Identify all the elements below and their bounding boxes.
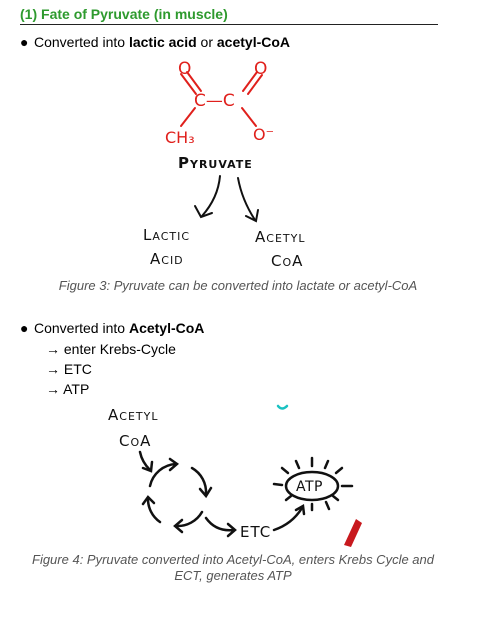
oxide-group: O⁻ (253, 125, 274, 144)
lactic-label-2: Acid (150, 250, 184, 268)
arrow-to-lactic (201, 175, 221, 217)
arrowhead-lactic (194, 205, 213, 219)
bullet-dot: ● (20, 320, 29, 336)
heading-divider (20, 24, 438, 25)
carbon-chain: C—C (194, 91, 235, 111)
bullet-dot: ● (20, 34, 29, 50)
arrow-into-cycle (138, 450, 152, 472)
arrow-to-atp (272, 506, 304, 532)
etc-label: ETC (240, 523, 271, 541)
acetyl-label-2: CoA (271, 252, 303, 270)
teal-mark (276, 404, 289, 410)
arrow-to-acetyl (237, 177, 256, 221)
step-krebs: → enter Krebs-Cycle (46, 341, 176, 357)
bond-oxide (241, 107, 257, 127)
section-heading: (1) Fate of Pyruvate (in muscle) (20, 6, 228, 22)
step-atp: → ATP (46, 381, 90, 397)
bond-ch3 (180, 107, 196, 127)
bullet1-acetyl: acetyl-CoA (216, 34, 291, 50)
double-bond-left (180, 71, 202, 95)
oxygen-left: O (178, 59, 191, 79)
acetyl-coa-label-1: Acetyl (108, 406, 158, 424)
step-etc: → ETC (46, 361, 92, 377)
cycle-arrows-icon (141, 457, 213, 534)
arrow-to-etc (204, 516, 236, 532)
atp-label: ATP (296, 479, 323, 495)
arrowhead-to-etc (226, 522, 237, 538)
methyl-group: CH₃ (165, 128, 195, 147)
figure3-caption: Figure 3: Pyruvate can be converted into… (58, 278, 418, 293)
bullet2-acetyl: Acetyl-CoA (128, 320, 205, 336)
arrowhead-into-cycle (141, 460, 154, 473)
red-stripe (344, 519, 362, 547)
bullet2-text: Converted into (34, 320, 129, 336)
bullet1-lactic: lactic acid (128, 34, 197, 50)
arrowhead-to-atp (294, 503, 306, 516)
section-number: (1) (20, 6, 38, 22)
oxygen-right: O (254, 59, 267, 79)
bullet-converted-acetyl: ● Converted into Acetyl-CoA (20, 320, 204, 336)
section-title: Fate of Pyruvate (in muscle) (41, 6, 228, 22)
arrowhead-acetyl (245, 209, 259, 223)
bullet1-text: Converted into (34, 34, 129, 50)
lactic-label-1: Lactic (143, 226, 190, 244)
figure4-caption: Figure 4: Pyruvate converted into Acetyl… (32, 552, 434, 583)
bullet1-or: or (196, 34, 217, 50)
atp-burst-icon (272, 456, 354, 512)
acetyl-label-1: Acetyl (255, 228, 305, 246)
pyruvate-label: Pyruvate (178, 154, 253, 172)
bullet-converted-lactic-acetyl: ● Converted into lactic acid or acetyl-Co… (20, 34, 290, 50)
double-bond-right (242, 71, 263, 95)
acetyl-coa-label-2: CoA (119, 432, 151, 450)
